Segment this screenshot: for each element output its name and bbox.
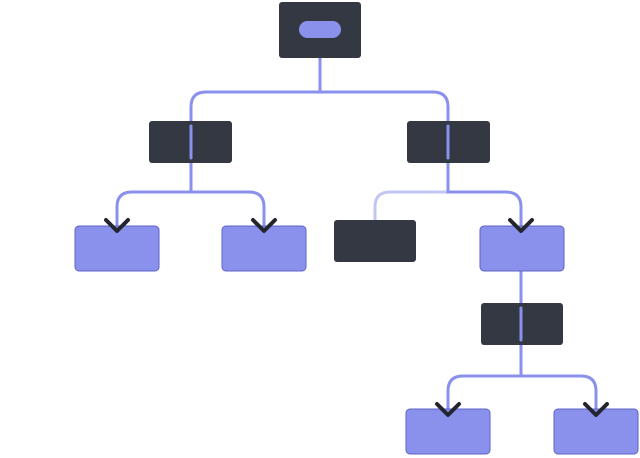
chevron-down-icon — [508, 218, 534, 233]
connector-bottom-a — [446, 343, 523, 412]
chevron-down-icon — [104, 218, 130, 233]
connector-right-b — [446, 156, 523, 228]
leaf-node-1 — [74, 225, 160, 272]
leaf-node-3 — [479, 225, 565, 272]
connectors — [115, 56, 598, 412]
connector-left-b — [189, 190, 266, 228]
leaf-node-4 — [405, 408, 491, 455]
connector-root-right — [318, 90, 450, 160]
connector-right-faded — [373, 156, 450, 222]
through-lines — [189, 124, 523, 342]
chevron-down-icon — [435, 402, 461, 417]
leaf-node-5 — [553, 408, 639, 455]
connector-left-a — [115, 156, 193, 228]
connector-bottom-b — [519, 374, 598, 412]
chevron-down-icon — [583, 402, 609, 417]
connector-root-left — [189, 56, 322, 160]
pill-icon — [299, 21, 341, 38]
leaf-node-2 — [221, 225, 307, 272]
light-nodes — [74, 225, 639, 455]
node-right-faded-child — [334, 220, 416, 262]
arrow-heads — [104, 218, 609, 417]
dark-nodes — [149, 2, 563, 345]
chevron-down-icon — [251, 218, 277, 233]
